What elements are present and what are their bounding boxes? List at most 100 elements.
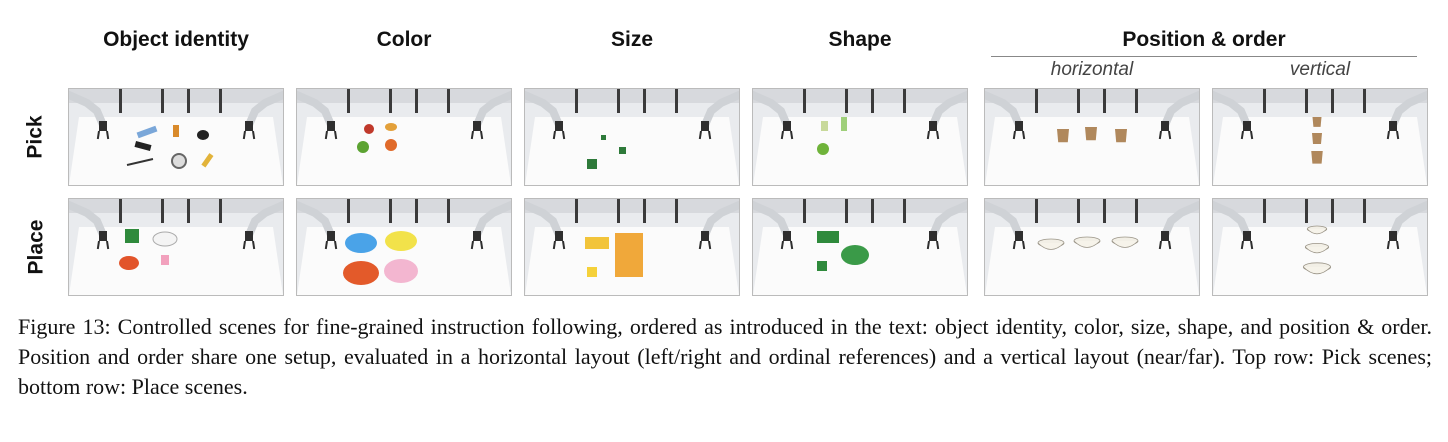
pillar — [617, 89, 620, 113]
ceiling — [1213, 89, 1427, 103]
green-bottle — [841, 117, 847, 131]
pillar — [1331, 89, 1334, 113]
pillar — [187, 89, 190, 113]
pillar — [1363, 199, 1366, 223]
bowl-body — [1037, 242, 1065, 250]
pink-plate — [384, 259, 418, 283]
pillar — [643, 89, 646, 113]
pillar — [675, 89, 678, 113]
pillar — [1077, 89, 1080, 113]
pillar — [903, 199, 906, 223]
yellow-plate — [385, 231, 417, 251]
column-header-object-identity: Object identity — [103, 28, 249, 51]
pillar — [803, 89, 806, 113]
green-basket — [817, 231, 839, 243]
large-green-cube — [587, 159, 597, 169]
small-green-cube — [601, 135, 606, 140]
pillar — [1077, 199, 1080, 223]
green-plate — [841, 245, 869, 265]
table — [297, 117, 511, 185]
scene-pick-shape — [752, 88, 968, 186]
right-robot-arm — [470, 91, 511, 140]
left-robot-arm — [1213, 91, 1254, 140]
table — [525, 117, 739, 185]
scene-place-horizontal — [984, 198, 1200, 296]
paper-cup — [1312, 133, 1322, 144]
ceiling — [753, 199, 967, 213]
pillar — [1263, 89, 1266, 113]
pillar — [643, 199, 646, 223]
pillar — [1103, 89, 1106, 113]
tape-roll — [171, 153, 187, 169]
scene-pick-object-identity — [68, 88, 284, 186]
orange-fruit — [385, 123, 397, 131]
column-header-size: Size — [610, 28, 654, 51]
ceiling — [297, 89, 511, 103]
pillar — [1135, 199, 1138, 223]
pillar — [161, 199, 164, 223]
pillar — [415, 89, 418, 113]
corn-toy — [201, 153, 214, 168]
bowl-body — [1306, 228, 1328, 235]
pillar — [119, 199, 122, 223]
ceiling — [297, 199, 511, 213]
column-header-color: Color — [376, 28, 432, 51]
right-robot-arm — [470, 201, 511, 250]
green-box — [821, 121, 828, 131]
ceiling — [985, 199, 1199, 213]
row-label-place: Place — [24, 219, 48, 275]
pillar — [675, 199, 678, 223]
red-apple — [364, 124, 374, 134]
scene-pick-vertical — [1212, 88, 1428, 186]
pillar — [1035, 89, 1038, 113]
orange-plate — [343, 261, 379, 285]
pillar — [347, 89, 350, 113]
column-header-position-order: Position & order — [1122, 28, 1286, 51]
medium-green-cube — [619, 147, 626, 154]
green-apple — [357, 141, 369, 153]
screwdriver — [126, 158, 154, 166]
right-robot-arm — [1158, 201, 1199, 250]
ceiling — [753, 89, 967, 103]
left-robot-arm — [753, 201, 794, 250]
pillar — [1103, 199, 1106, 223]
right-robot-arm — [242, 201, 283, 250]
large-orange-box — [615, 233, 643, 277]
table — [69, 227, 283, 295]
figure-caption: Figure 13: Controlled scenes for fine-gr… — [18, 314, 1432, 399]
paper-cup — [1115, 129, 1127, 143]
scene-place-object-identity — [68, 198, 284, 296]
pillar — [415, 199, 418, 223]
green-apple — [817, 143, 829, 155]
pillar — [1263, 199, 1266, 223]
left-robot-arm — [69, 201, 110, 250]
blue-plate — [345, 233, 377, 253]
small-yellow-cube — [587, 267, 597, 277]
table — [1213, 227, 1427, 295]
pillar — [871, 89, 874, 113]
table — [69, 117, 283, 185]
pillar — [119, 89, 122, 113]
bowl-body — [1303, 266, 1331, 275]
bowl-body — [1305, 246, 1329, 254]
right-robot-arm — [926, 91, 967, 140]
left-robot-arm — [985, 91, 1026, 140]
pink-cup — [161, 255, 169, 265]
pillar — [1331, 199, 1334, 223]
pillar — [389, 89, 392, 113]
dark-object — [197, 130, 209, 140]
left-robot-arm — [1213, 201, 1254, 250]
scene-place-shape — [752, 198, 968, 296]
paper-cup — [1312, 117, 1322, 127]
scene-pick-horizontal — [984, 88, 1200, 186]
pillar — [1305, 89, 1308, 113]
orange-bowl — [119, 256, 139, 270]
paper-cup — [1085, 127, 1097, 141]
pillar — [219, 89, 222, 113]
bowl-body — [1111, 240, 1139, 248]
ceiling — [69, 199, 283, 213]
right-robot-arm — [1386, 201, 1427, 250]
pillar — [871, 199, 874, 223]
pillar — [803, 199, 806, 223]
group-header-rule — [991, 56, 1417, 57]
